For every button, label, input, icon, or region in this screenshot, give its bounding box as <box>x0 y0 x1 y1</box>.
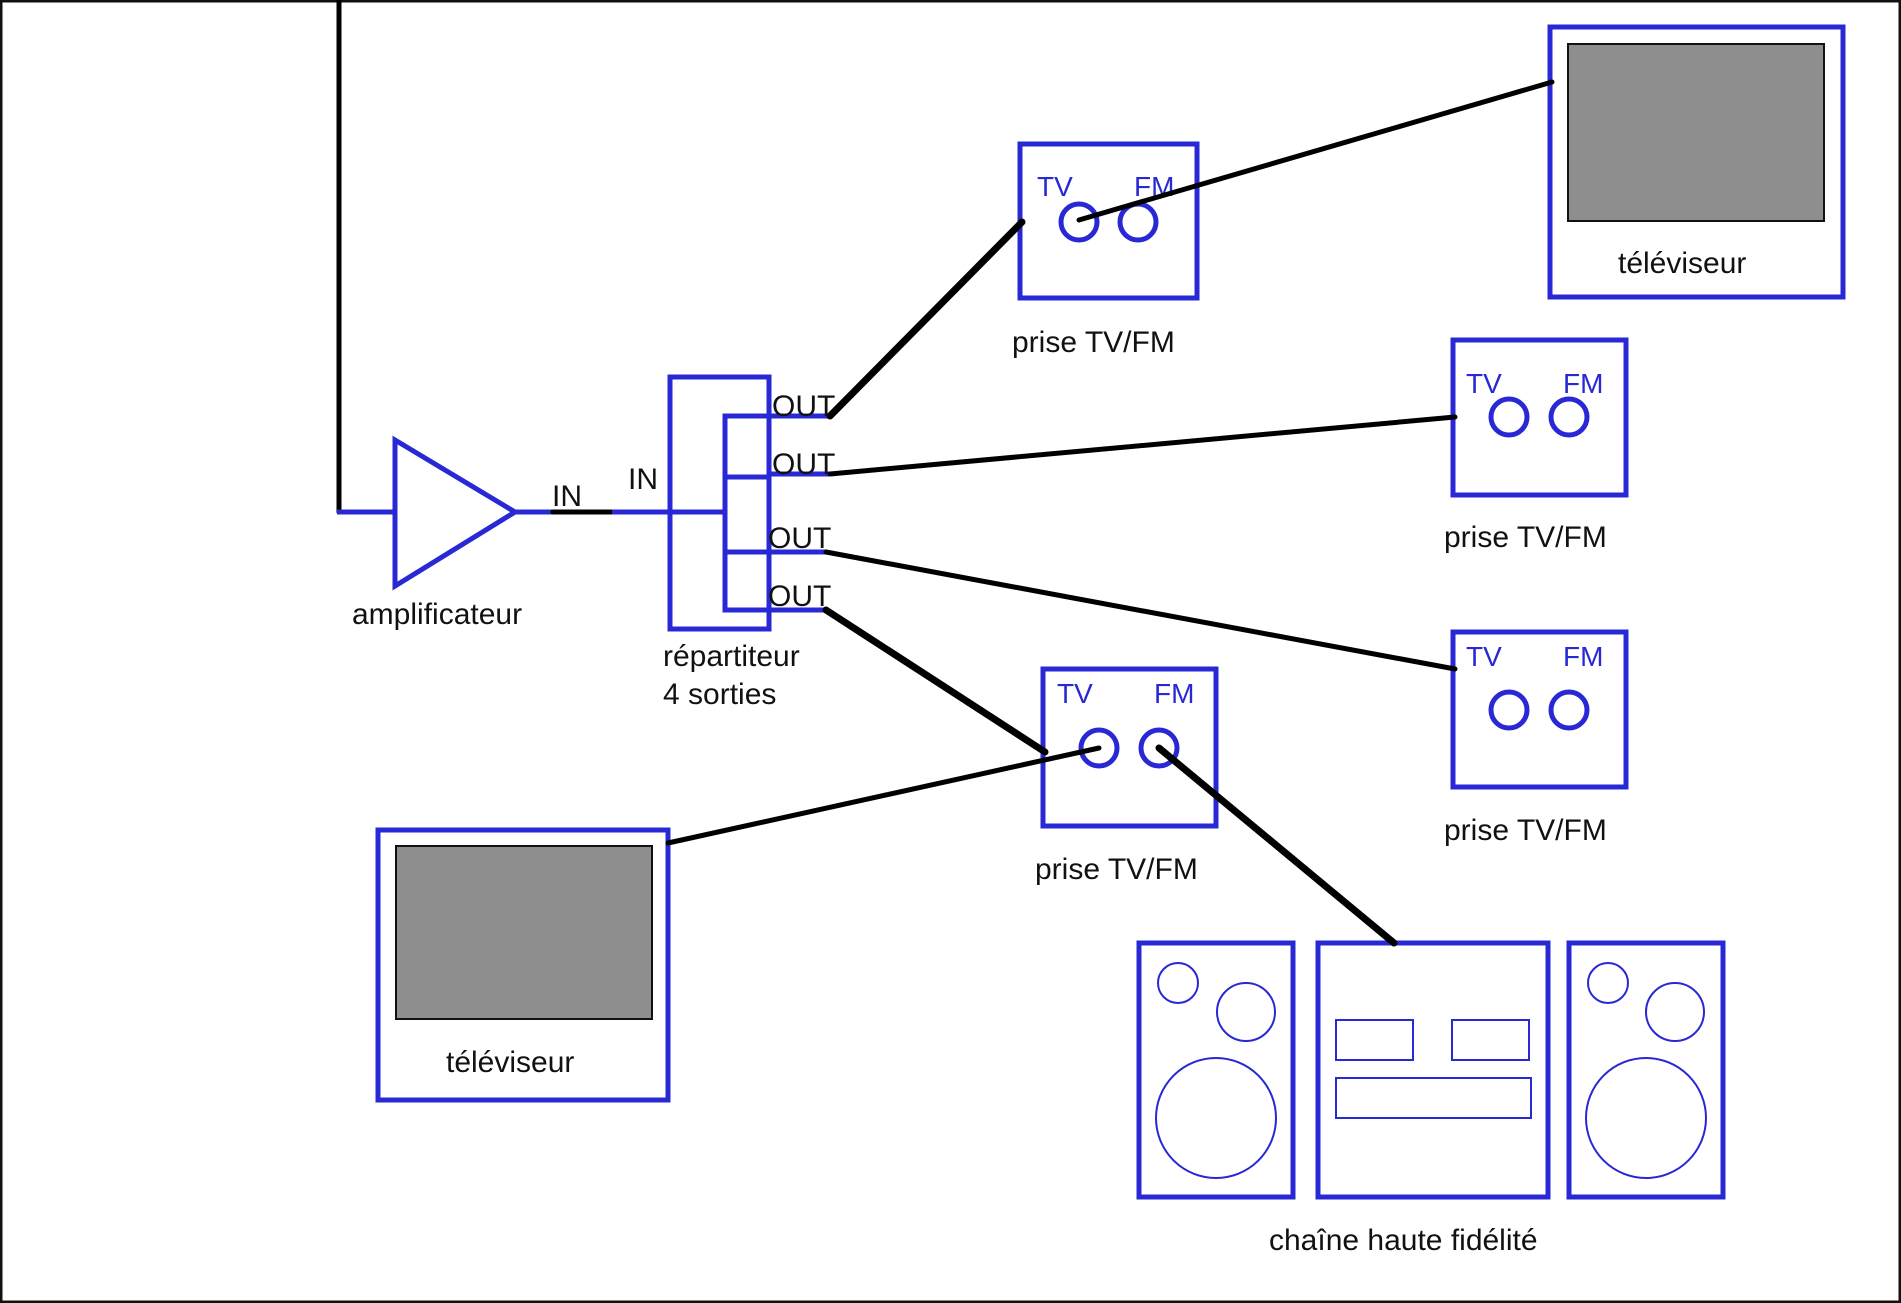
television-2-label: téléviseur <box>446 1046 574 1079</box>
splitter-in-label: IN <box>628 463 658 496</box>
outlet-1-fm-socket <box>1117 201 1159 243</box>
splitter-out-label-1: OUT <box>772 390 835 423</box>
hifi-left-speaker <box>1136 940 1296 1200</box>
hifi-system: chaîne haute fidélité <box>1136 940 1726 1257</box>
outlet-2-tv-socket <box>1488 396 1530 438</box>
television-1: téléviseur <box>1547 24 1846 300</box>
outlet-3-fm-label: FM <box>1563 641 1603 672</box>
antenna-cable <box>336 0 396 515</box>
television-2: téléviseur <box>375 827 671 1103</box>
amplifier: amplificateur <box>352 435 522 631</box>
splitter-out-label-4: OUT <box>768 580 831 613</box>
cable-outlet-1-to-television-1 <box>1076 79 1555 223</box>
cable-outlet-4-to-hifi <box>1155 744 1398 947</box>
outlet-2-box <box>1450 337 1629 498</box>
outlet-3-box <box>1450 629 1629 790</box>
outlet-4-fm-socket <box>1138 727 1180 769</box>
hifi-right-speaker <box>1566 940 1726 1200</box>
splitter-label-line1: répartiteur <box>663 640 800 673</box>
outlet-1-tv-label: TV <box>1037 171 1073 202</box>
outlet-4-tv-label: TV <box>1057 678 1093 709</box>
splitter-out-label-3: OUT <box>768 522 831 555</box>
cable-out4-to-outlet-4 <box>822 606 1049 756</box>
outlet-1-tv-socket <box>1058 201 1100 243</box>
outlet-1-box <box>1017 141 1200 301</box>
outlet-3-tv-socket <box>1488 689 1530 731</box>
outlet-4-fm-label: FM <box>1154 678 1194 709</box>
outlet-1-label: prise TV/FM <box>1012 326 1175 359</box>
cable-out1-to-outlet-1 <box>826 218 1026 420</box>
amp-to-splitter-cable: IN <box>515 480 725 515</box>
amplifier-triangle <box>392 435 520 591</box>
outlet-2-fm-socket <box>1548 396 1590 438</box>
splitter-output-bus <box>722 413 772 613</box>
outlet-3-label: prise TV/FM <box>1444 814 1607 847</box>
outlet-4-tv-socket <box>1078 727 1120 769</box>
outlet-1: TV FM prise TV/FM <box>1012 141 1200 359</box>
outlet-2-label: prise TV/FM <box>1444 521 1607 554</box>
splitter: IN OUT OUT OUT OUT répartiteur 4 sorties <box>628 374 835 711</box>
outlet-2-fm-label: FM <box>1563 368 1603 399</box>
splitter-label-line2: 4 sorties <box>663 678 776 711</box>
outlet-2-tv-label: TV <box>1466 368 1502 399</box>
outlet-3-fm-socket <box>1548 689 1590 731</box>
television-2-case <box>375 827 671 1103</box>
television-1-case <box>1547 24 1846 300</box>
outlet-3-tv-label: TV <box>1466 641 1502 672</box>
television-1-label: téléviseur <box>1618 247 1746 280</box>
hifi-label: chaîne haute fidélité <box>1269 1224 1538 1257</box>
television-1-screen <box>1567 43 1825 222</box>
television-2-screen <box>395 845 653 1020</box>
splitter-out-label-2: OUT <box>772 448 835 481</box>
outlet-2: TV FM prise TV/FM <box>1444 337 1629 554</box>
coax-cables <box>665 79 1555 947</box>
outlet-4: TV FM prise TV/FM <box>1035 666 1219 886</box>
amplifier-output-in-label: IN <box>552 480 582 513</box>
cable-out2-to-outlet-2 <box>827 414 1458 477</box>
amplifier-label: amplificateur <box>352 598 522 631</box>
cable-outlet-4-to-television-2 <box>665 745 1102 846</box>
hifi-main-unit <box>1315 940 1551 1200</box>
cable-out3-to-outlet-3 <box>823 549 1458 672</box>
outlet-4-label: prise TV/FM <box>1035 853 1198 886</box>
outlet-3: TV FM prise TV/FM <box>1444 629 1629 847</box>
